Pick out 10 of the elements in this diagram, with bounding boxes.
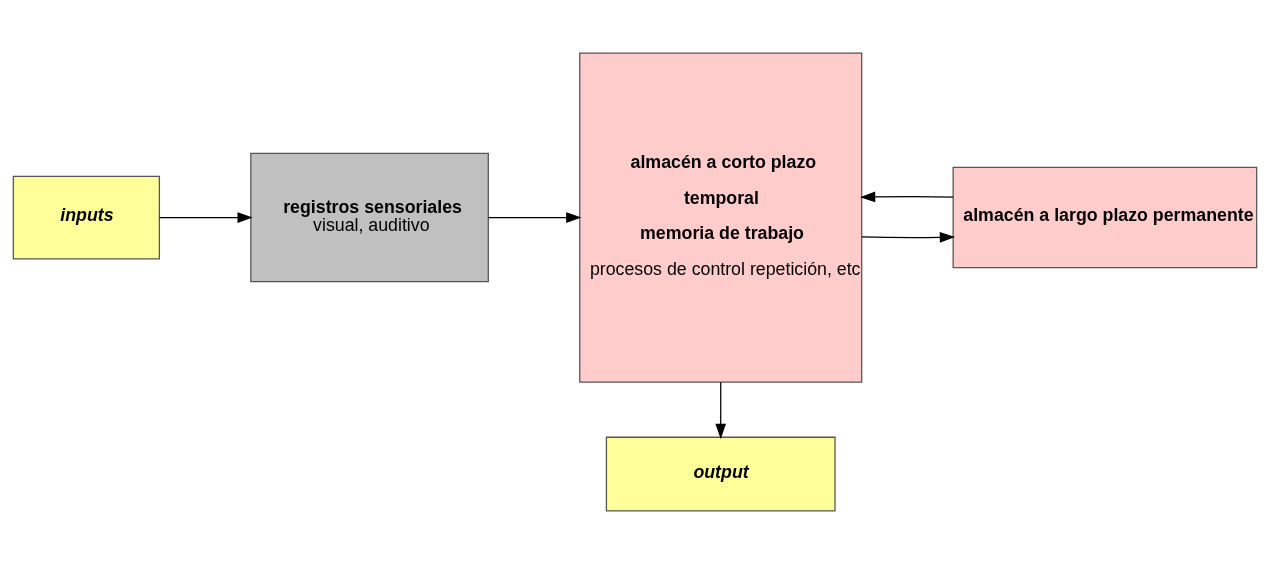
node-box: registros sensoriales visual, auditivo <box>250 152 489 282</box>
arrow <box>860 191 954 202</box>
arrow <box>861 231 956 243</box>
node-box: inputs <box>12 175 160 259</box>
arrow <box>715 381 727 439</box>
arrow <box>487 211 582 223</box>
node-box: almacén a largo plazo permanente <box>952 166 1258 268</box>
arrow <box>158 211 253 223</box>
node-box: almacén a corto plazo temporal memoria de trabajo procesos de control repetición, etc <box>579 51 863 383</box>
node-box: output <box>605 436 836 512</box>
